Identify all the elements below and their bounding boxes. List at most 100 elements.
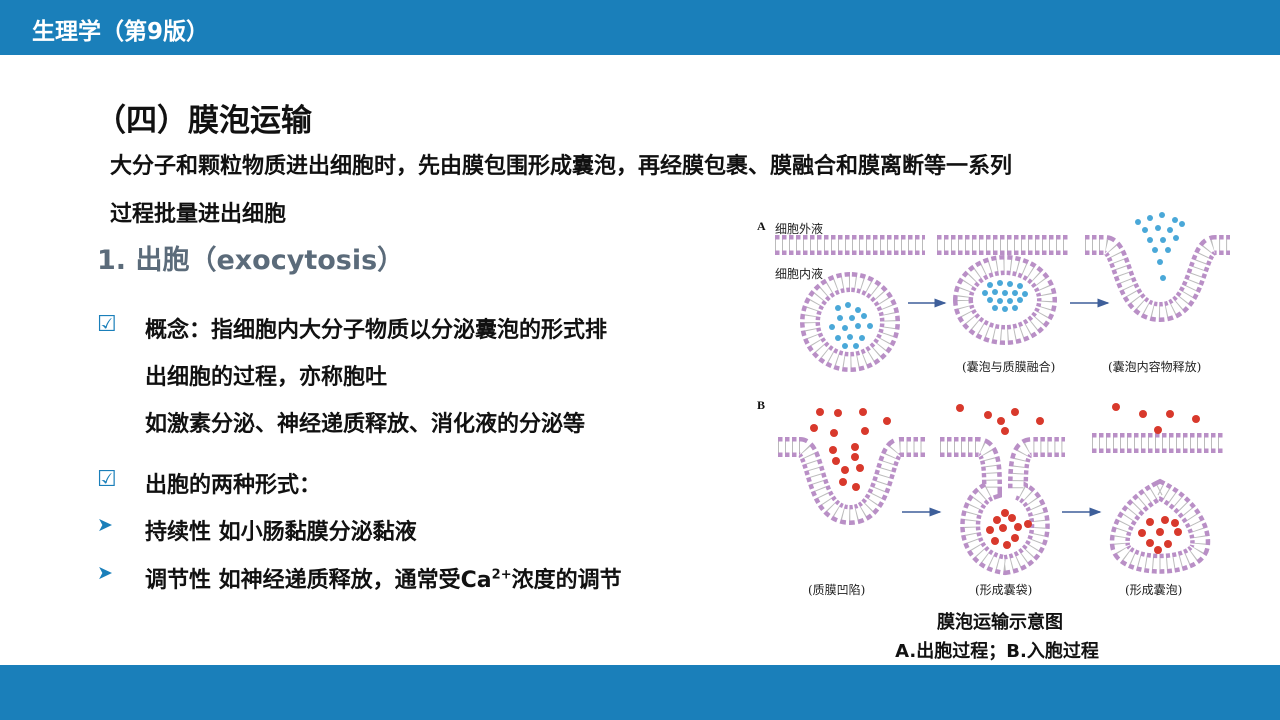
red-particle	[1036, 417, 1044, 425]
blue-particle	[1159, 212, 1165, 218]
blue-particle	[842, 343, 848, 349]
lipid-bilayer	[940, 437, 1065, 576]
blue-particle	[845, 302, 851, 308]
red-particle	[1008, 514, 1016, 522]
red-particle	[841, 466, 849, 474]
red-particle	[856, 464, 864, 472]
blue-particle	[847, 334, 853, 340]
red-particle	[829, 446, 837, 454]
blue-particle	[1012, 290, 1018, 296]
blue-particle	[1165, 247, 1171, 253]
red-particle	[993, 516, 1001, 524]
panel-a-label: A	[757, 219, 766, 233]
blue-particle	[1157, 259, 1163, 265]
red-particle	[1192, 415, 1200, 423]
blue-particle	[997, 298, 1003, 304]
red-particle	[1011, 408, 1019, 416]
red-particle	[1154, 546, 1162, 554]
blue-particle	[1147, 237, 1153, 243]
panel-b-label: B	[757, 398, 766, 412]
red-particle	[883, 417, 891, 425]
blue-particle	[829, 324, 835, 330]
blue-particle	[835, 335, 841, 341]
app-title: 生理学（第9版）	[32, 19, 210, 45]
lipid-bilayer	[804, 276, 896, 368]
invagination-label: (质膜凹陷)	[808, 583, 866, 597]
red-particle	[834, 409, 842, 417]
red-particle	[956, 404, 964, 412]
blue-particle	[1179, 221, 1185, 227]
header-bar: 生理学（第9版）	[0, 0, 1280, 55]
red-particle	[1001, 509, 1009, 517]
blue-particle	[859, 335, 865, 341]
form-regulated-text: 调节性 如神经递质释放，通常受Ca	[145, 568, 492, 593]
blue-particle	[1007, 298, 1013, 304]
red-particle	[1166, 410, 1174, 418]
red-particle	[1156, 528, 1164, 536]
blue-particle	[1173, 235, 1179, 241]
red-particle	[810, 424, 818, 432]
red-particle	[816, 408, 824, 416]
blue-particle	[1135, 219, 1141, 225]
intro-line-1: 大分子和颗粒物质进出细胞时，先由膜包围形成囊泡，再经膜包裹、膜融合和膜离断等一系…	[110, 154, 1013, 179]
red-particle	[1001, 427, 1009, 435]
figure-caption-title: 膜泡运输示意图	[937, 612, 1063, 633]
red-particle	[851, 453, 859, 461]
red-particle	[1174, 528, 1182, 536]
checkbox-icon: ☑	[97, 467, 117, 492]
blue-particle	[842, 325, 848, 331]
red-particle	[859, 408, 867, 416]
blue-particle	[855, 323, 861, 329]
blue-particle	[997, 280, 1003, 286]
red-particle	[1014, 523, 1022, 531]
lipid-bilayer	[1085, 239, 1230, 318]
lipid-bilayer	[778, 441, 925, 521]
blue-particle	[987, 297, 993, 303]
red-particle	[1154, 426, 1162, 434]
red-particle	[1024, 520, 1032, 528]
blue-particle	[1017, 297, 1023, 303]
pouch-label: (形成囊袋)	[975, 583, 1033, 597]
checkbox-icon: ☑	[97, 312, 117, 337]
blue-particle	[867, 323, 873, 329]
blue-particle	[1155, 225, 1161, 231]
concept-line-2: 出细胞的过程，亦称胞吐	[145, 365, 388, 390]
form-continuous: 持续性 如小肠黏膜分泌黏液	[145, 520, 417, 545]
blue-particle	[982, 290, 988, 296]
red-particle	[832, 457, 840, 465]
blue-particle	[987, 282, 993, 288]
fusion-label: (囊泡与质膜融合)	[962, 360, 1056, 374]
concept-line-1: 概念：指细胞内大分子物质以分泌囊泡的形式排	[145, 318, 608, 343]
red-particle	[999, 524, 1007, 532]
blue-particle	[853, 343, 859, 349]
blue-particle	[837, 315, 843, 321]
blue-particle	[1022, 291, 1028, 297]
blue-particle	[992, 305, 998, 311]
red-particle	[830, 429, 838, 437]
forms-title: 出胞的两种形式：	[145, 473, 322, 498]
footer-bar	[0, 665, 1280, 720]
section-title: （四）膜泡运输	[95, 103, 312, 139]
intro-line-2: 过程批量进出细胞	[110, 202, 287, 227]
red-particle	[1112, 403, 1120, 411]
blue-particle	[1167, 227, 1173, 233]
lipid-bilayer	[940, 441, 1065, 571]
blue-particle	[1002, 306, 1008, 312]
red-particle	[1171, 519, 1179, 527]
blue-particle	[1002, 290, 1008, 296]
blue-particle	[1012, 305, 1018, 311]
figure-caption-detail: A.出胞过程；B.入胞过程	[895, 641, 1099, 662]
red-particle	[1146, 518, 1154, 526]
release-label: (囊泡内容物释放)	[1108, 360, 1202, 374]
subheading-exocytosis: 1. 出胞（exocytosis）	[97, 245, 405, 276]
blue-particle	[1160, 237, 1166, 243]
blue-particle	[1017, 283, 1023, 289]
red-particle	[839, 478, 847, 486]
lipid-bilayer	[940, 441, 1065, 571]
blue-particle	[1147, 215, 1153, 221]
lipid-bilayer	[957, 259, 1053, 341]
concept-line-3: 如激素分泌、神经递质释放、消化液的分泌等	[145, 412, 586, 437]
blue-particle	[861, 313, 867, 319]
form-regulated-text-end: 浓度的调节	[511, 568, 622, 593]
